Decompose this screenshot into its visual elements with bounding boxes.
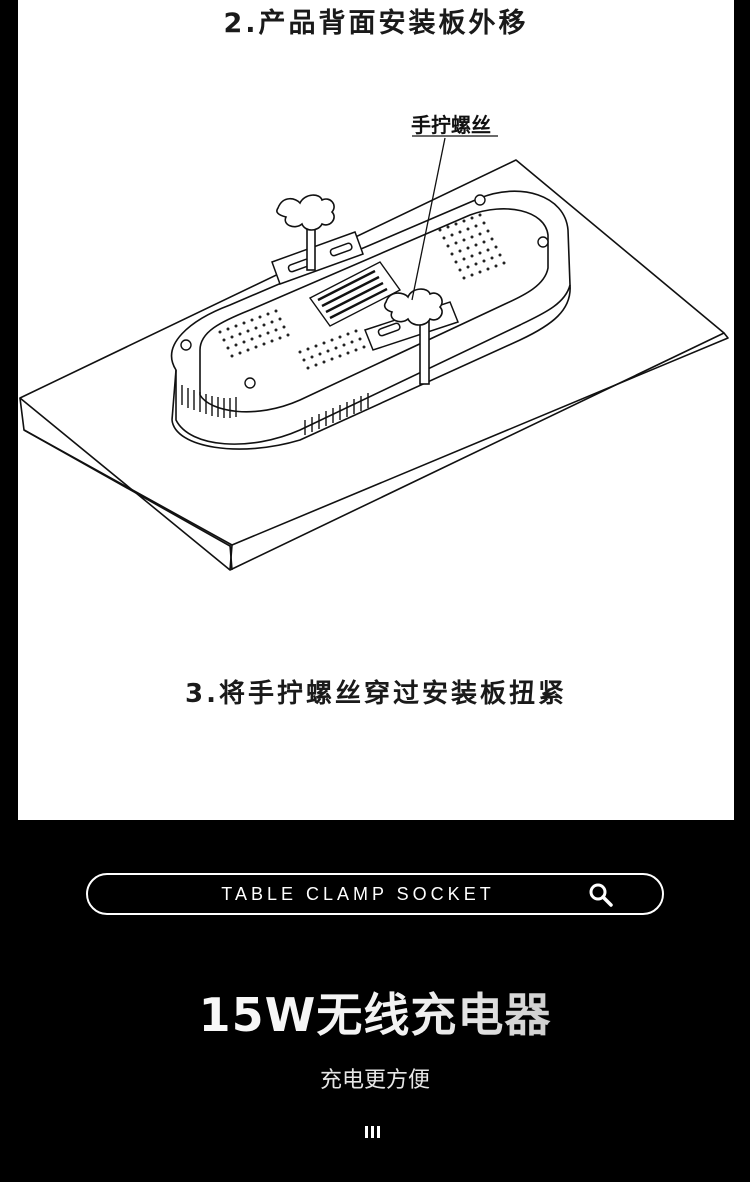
product-headline: 15W无线充电器 — [0, 985, 750, 1045]
step-2-title: 2.产品背面安装板外移 — [223, 8, 529, 39]
three-bars-icon — [365, 1126, 380, 1138]
search-icon — [589, 883, 613, 907]
installation-illustration: 手拧螺丝 — [19, 113, 729, 571]
search-bar[interactable]: TABLE CLAMP SOCKET — [86, 873, 664, 915]
search-bar-text: TABLE CLAMP SOCKET — [221, 884, 495, 904]
product-subtitle: 充电更方便 — [319, 1068, 430, 1093]
callout-label: 手拧螺丝 — [411, 113, 491, 137]
step-3-title: 3.将手拧螺丝穿过安装板扭紧 — [185, 679, 567, 709]
